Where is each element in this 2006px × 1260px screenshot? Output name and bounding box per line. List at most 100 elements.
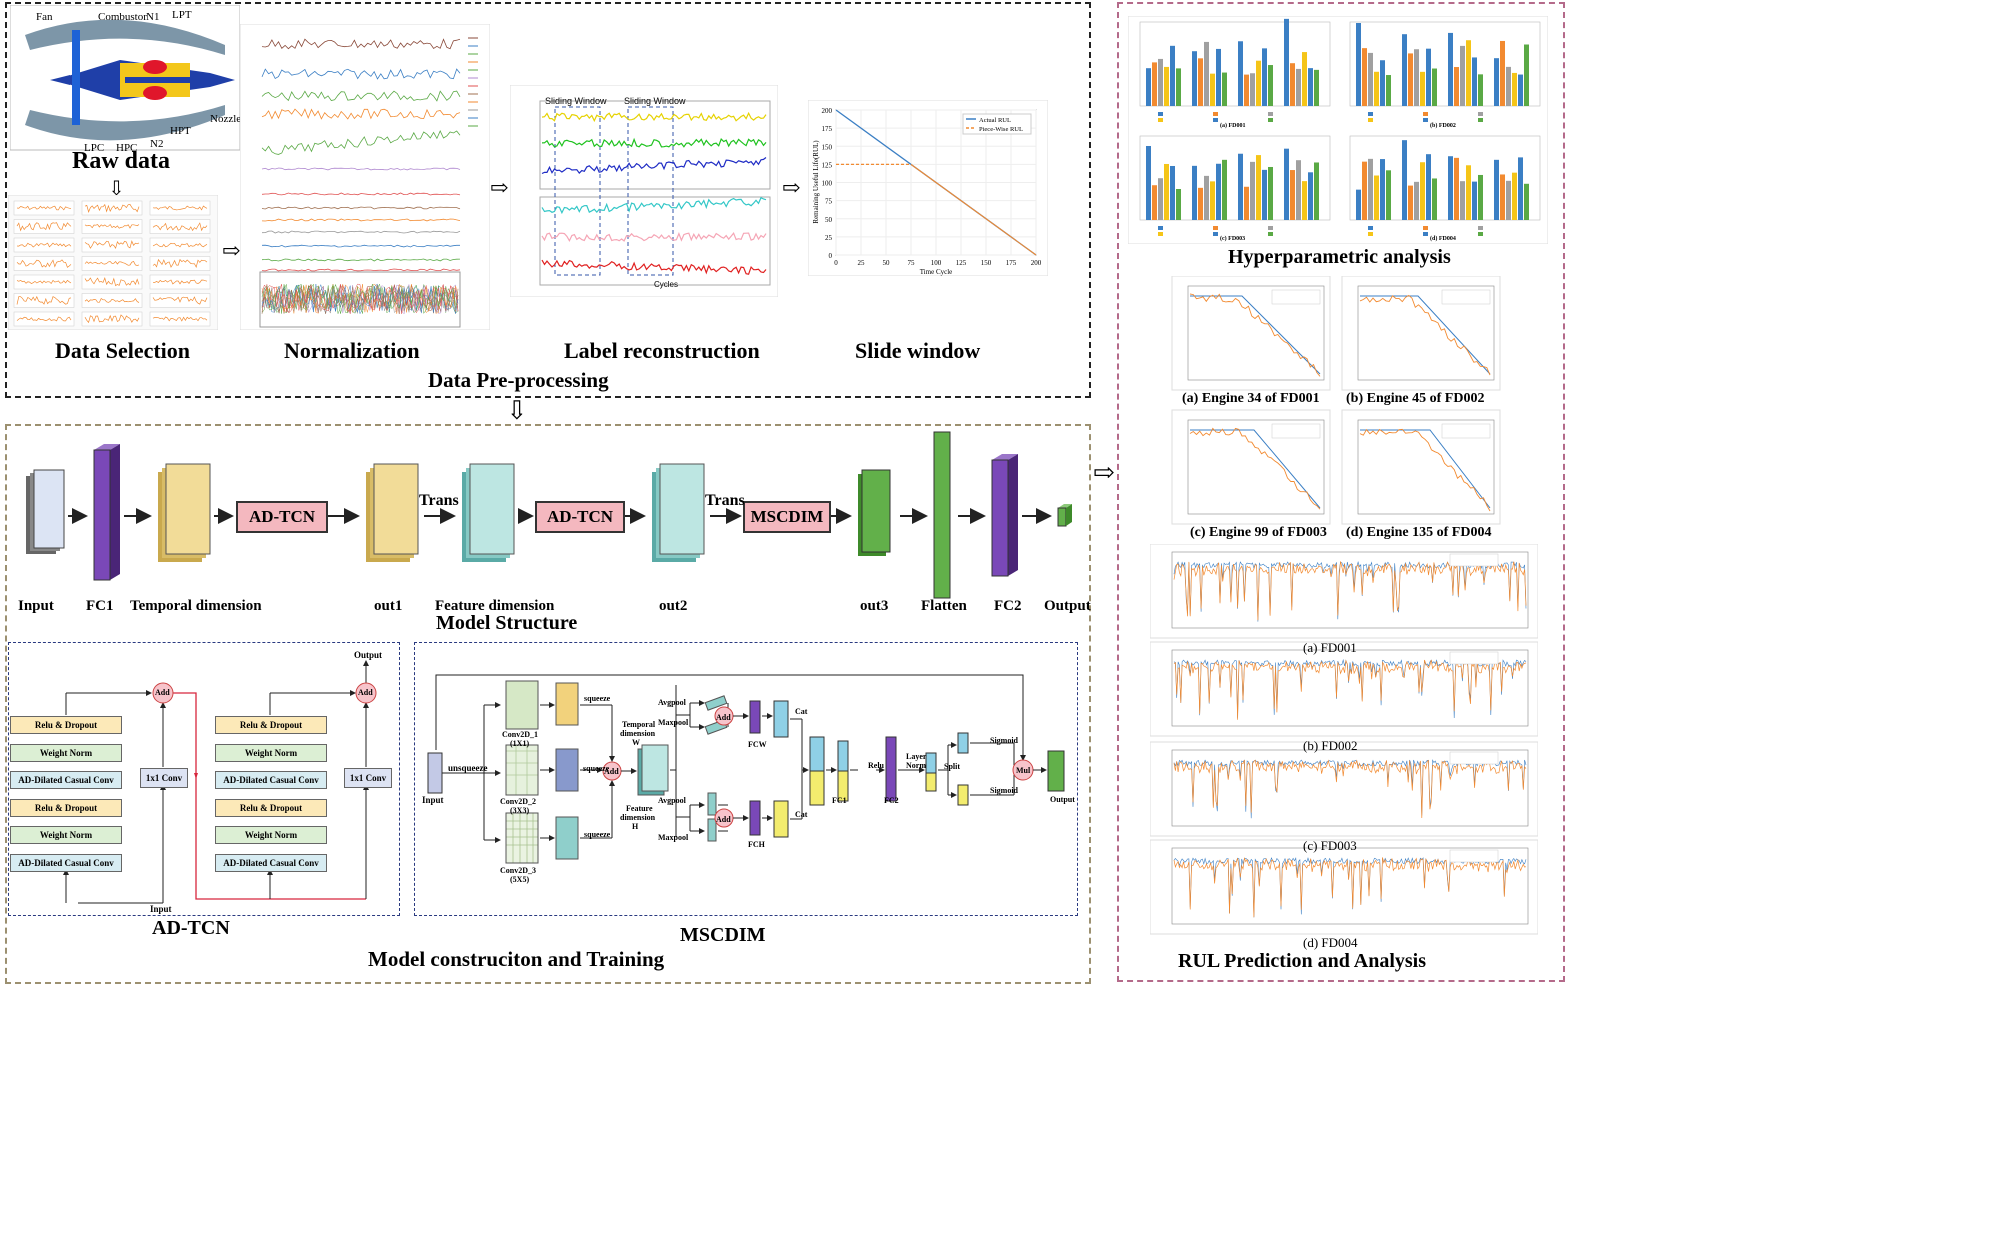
- engine-diagram: [10, 5, 240, 151]
- mscdim-unsqueeze-label: unsqueeze: [448, 763, 488, 773]
- step-label-reconstruction: Label reconstruction: [564, 338, 760, 363]
- mscdim-avgpool-1: Avgpool: [658, 698, 686, 707]
- mscdim-split-label: Split: [944, 762, 961, 771]
- adtcn-left-layer-2: Weight Norm: [10, 744, 122, 762]
- engine-part-combustor: Combustor: [98, 11, 147, 23]
- engine-caption-c: (c) Engine 99 of FD003: [1190, 525, 1327, 540]
- slide-xtick: 200: [1031, 259, 1042, 267]
- slide-ytick: 50: [825, 216, 833, 224]
- results-frame-2: [1117, 2, 1565, 982]
- mscdim-fc1-label: FC1: [832, 796, 847, 805]
- mscdim-feature-dim: dimension: [620, 813, 656, 822]
- slide-xtick: 0: [834, 259, 838, 267]
- engine-caption-b: (b) Engine 45 of FD002: [1346, 391, 1485, 406]
- mscdim-feature-label: Feature: [626, 804, 653, 813]
- model-label-fc2: FC2: [994, 598, 1022, 614]
- adtcn-left-layer-1: Relu & Dropout: [10, 716, 122, 734]
- model-label-input: Input: [18, 598, 54, 614]
- hyper-title: Hyperparametric analysis: [1228, 246, 1451, 268]
- adtcn-output-label: Output: [354, 650, 383, 660]
- hyper-caption-b: (b) FD002: [1430, 123, 1456, 129]
- sliding-window-label-2: Sliding Window: [624, 96, 686, 106]
- mscdim-maxpool-1: Maxpool: [658, 718, 689, 727]
- rul-caption-c: (c) FD003: [1303, 838, 1357, 853]
- input-tensor: [26, 469, 65, 554]
- hyper-caption-d: (d) FD004: [1430, 236, 1456, 242]
- model-structure-title: Model Structure: [436, 612, 578, 634]
- model-label-feature: Feature dimension: [435, 598, 555, 614]
- adtcn-add-1: Add: [155, 688, 170, 697]
- adtcn-right-layer-4: Relu & Dropout: [215, 799, 327, 817]
- mscdim-temporal-label: Temporal: [622, 720, 656, 729]
- mscdim-layer-label: Layer: [906, 752, 927, 761]
- adtcn-left-layer-6: AD-Dilated Casual Conv: [10, 854, 122, 872]
- slide-xtick: 50: [883, 259, 891, 267]
- mscdim-mul-label: Mul: [1016, 766, 1031, 775]
- label-reconstruction-panel: [510, 85, 778, 297]
- mscdim-sigmoid-1: Sigmoid: [990, 736, 1019, 745]
- model-frame: [5, 424, 1091, 984]
- raw-data-caption: Raw data: [72, 148, 171, 174]
- model-label-output: Output: [1044, 598, 1091, 614]
- adtcn-title: AD-TCN: [152, 917, 230, 939]
- engine-charts: [1171, 276, 1501, 525]
- adtcn-conv-2: 1x1 Conv: [344, 768, 392, 788]
- normalization-panel: [240, 24, 490, 330]
- engine-part-lpt: LPT: [172, 9, 192, 21]
- mscdim-norm-label: Norm: [906, 761, 926, 770]
- mscdim-fcw-label: FCW: [748, 740, 767, 749]
- mscdim-diagram: [427, 674, 1065, 864]
- mscdim-frame: [414, 642, 1078, 916]
- mscdim-conv3-label: Conv2D_3: [500, 866, 537, 875]
- adtcn-right-layer-2: Weight Norm: [215, 744, 327, 762]
- slide-legend-piecewise: Piece-Wise RUL: [979, 126, 1023, 133]
- slide-ytick: 25: [825, 234, 833, 242]
- adtcn-right-layer-5: Weight Norm: [215, 826, 327, 844]
- training-title: Model construciton and Training: [368, 947, 665, 971]
- hyper-caption-a: (a) FD001: [1220, 123, 1246, 129]
- slide-ytick: 0: [829, 252, 833, 260]
- engine-part-n2: N2: [150, 138, 164, 150]
- slide-xtick: 100: [931, 259, 942, 267]
- preprocessing-title: Data Pre-processing: [428, 368, 609, 392]
- mscdim-input-label: Input: [422, 795, 444, 805]
- slide-xtick: 175: [1006, 259, 1017, 267]
- trans-label-2: Trans: [705, 492, 745, 509]
- right-arrow-icon: ⇨: [782, 175, 801, 200]
- mscdim-squeeze-1: squeeze: [584, 694, 611, 703]
- slide-ytick: 150: [822, 143, 833, 151]
- mscdim-squeeze-3: squeeze: [584, 830, 611, 839]
- down-arrow-icon: ⇩: [506, 396, 528, 425]
- adtcn-left-layer-4: Relu & Dropout: [10, 799, 122, 817]
- adtcn-add-2: Add: [358, 688, 373, 697]
- slide-xlabel: Time Cycle: [920, 268, 953, 276]
- mscdim-add-3: Add: [716, 815, 731, 824]
- adtcn-frame: [8, 642, 400, 916]
- model-label-flatten: Flatten: [921, 598, 967, 614]
- hyper-caption-c: (c) FD003: [1220, 236, 1246, 242]
- mscdim-maxpool-2: Maxpool: [658, 833, 689, 842]
- rul-caption-d: (d) FD004: [1303, 935, 1358, 950]
- rul-title: RUL Prediction and Analysis: [1178, 950, 1427, 972]
- adtcn-diagram: [63, 660, 377, 904]
- step-slide-window: Slide window: [855, 338, 981, 363]
- slide-ylabel: Remaining Useful Life(RUL): [812, 140, 820, 224]
- mscdim-w-label: W: [632, 738, 640, 747]
- label-recon-xlabel: Cycles: [654, 280, 679, 289]
- data-selection-panel: [8, 195, 218, 330]
- mscdim-cat-1: Cat: [795, 707, 808, 716]
- model-label-temporal: Temporal dimension: [130, 598, 262, 614]
- mscdim-squeeze-2: squeeze: [583, 764, 610, 773]
- sliding-window-label-1: Sliding Window: [545, 96, 607, 106]
- engine-part-nozzle: Nozzle: [210, 113, 242, 125]
- adtcn-left-layer-5: Weight Norm: [10, 826, 122, 844]
- mscdim-fch-label: FCH: [748, 840, 765, 849]
- slide-xtick: 125: [956, 259, 967, 267]
- mscdim-add-1: Add: [604, 767, 619, 776]
- adtcn-left-layer-3: AD-Dilated Casual Conv: [10, 771, 122, 789]
- rul-caption-a: (a) FD001: [1303, 640, 1357, 655]
- adtcn-input-label: Input: [150, 904, 172, 914]
- step-normalization: Normalization: [284, 338, 420, 363]
- mscdim-temporal-dim: dimension: [620, 729, 656, 738]
